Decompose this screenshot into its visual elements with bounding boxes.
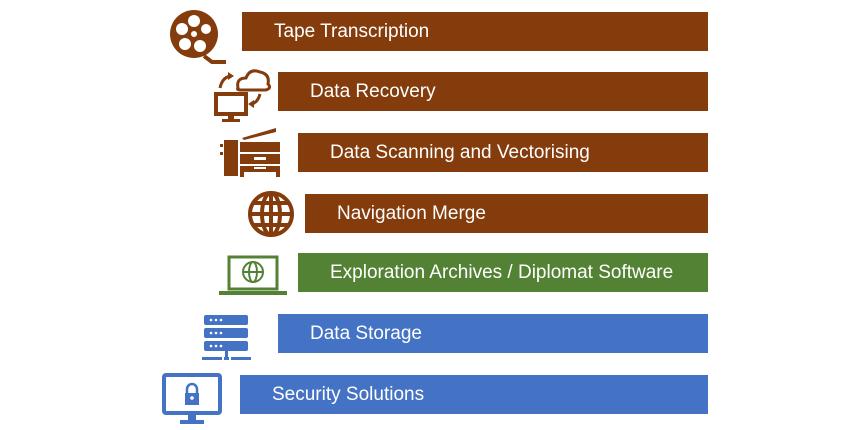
- layer-data-scanning: Data Scanning and Vectorising: [298, 133, 708, 172]
- layer-data-storage: Data Storage: [278, 314, 708, 353]
- layer-data-recovery: Data Recovery: [278, 72, 708, 111]
- cloud-sync-computer-icon: [214, 69, 272, 122]
- laptop-globe-icon: [219, 255, 287, 295]
- server-icon: [202, 315, 251, 360]
- layer-security-solutions: Security Solutions: [240, 375, 708, 414]
- layer-navigation-merge: Navigation Merge: [305, 194, 708, 233]
- layer-exploration-archives: Exploration Archives / Diplomat Software: [298, 253, 708, 292]
- tape-reel-icon: [170, 10, 226, 64]
- layer-tape-transcription: Tape Transcription: [242, 12, 708, 51]
- globe-icon: [248, 191, 294, 237]
- scanner-copier-icon: [220, 128, 280, 177]
- monitor-lock-icon: [162, 373, 222, 424]
